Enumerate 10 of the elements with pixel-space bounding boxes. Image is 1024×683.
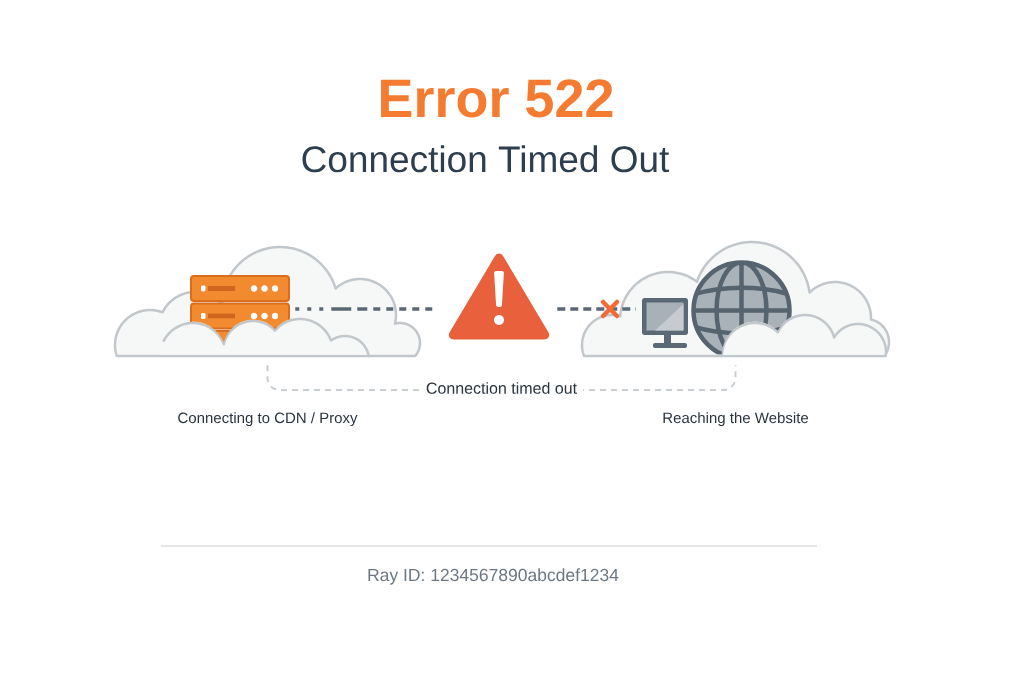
connector-line [557,307,636,311]
edge-label: Connection timed out [419,381,584,395]
subtitle: Connection Timed Out [302,145,670,173]
server-icon [190,275,290,342]
title: Error 522 [381,79,613,118]
footer-text: Ray ID: 1234567890abcdef1234 [368,568,619,585]
monitor-icon [642,298,688,348]
node-label: Connecting to CDN / Proxy [178,412,358,427]
warning-triangle [448,253,550,340]
node-label: Reaching the Website [663,412,809,427]
